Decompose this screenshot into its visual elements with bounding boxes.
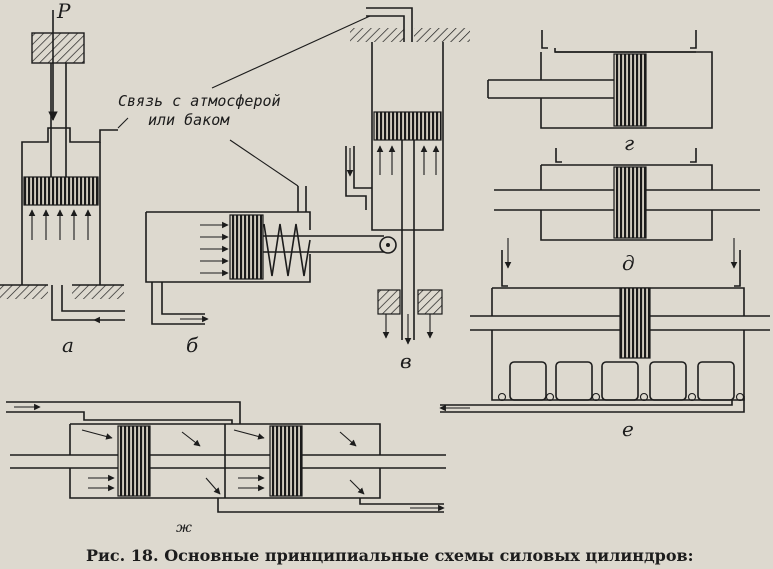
annotation: Связь с атмосферой или баком: [117, 15, 371, 187]
scheme-v: в: [345, 7, 470, 373]
label-b: б: [186, 333, 199, 357]
label-e: е: [622, 417, 634, 441]
annotation-line2: или баком: [148, 111, 230, 129]
scheme-g: г: [487, 30, 713, 155]
scheme-zh: ж: [6, 401, 446, 536]
load-label: P: [56, 0, 71, 23]
figure-caption: Рис. 18. Основные принципиальные схемы с…: [86, 546, 694, 565]
label-v: в: [400, 349, 412, 373]
label-d: д: [622, 251, 635, 275]
annotation-line1: Связь с атмосферой: [118, 92, 281, 110]
label-g: г: [624, 131, 634, 155]
scheme-d: д: [494, 148, 760, 275]
scheme-a: P а: [0, 0, 125, 357]
label-a: а: [62, 333, 74, 357]
scheme-b: б: [145, 186, 397, 357]
scheme-e: е: [439, 238, 770, 441]
label-zh: ж: [176, 520, 192, 536]
